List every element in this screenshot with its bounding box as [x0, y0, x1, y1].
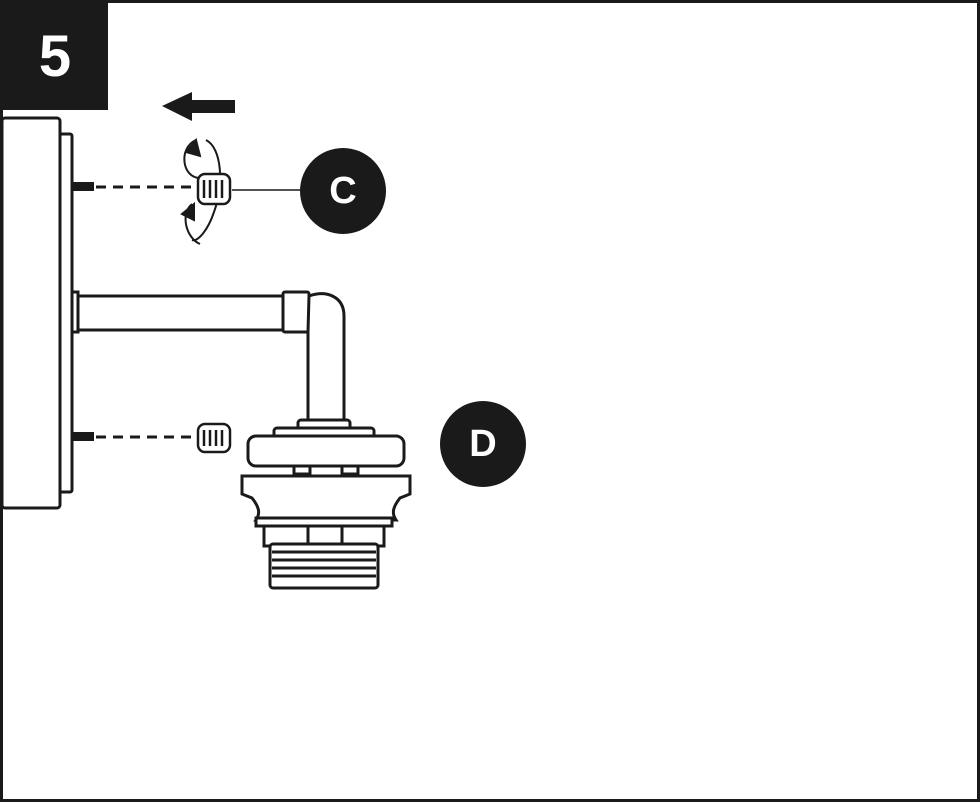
knurled-knob-upper: [196, 172, 232, 206]
callout-d-label: D: [469, 422, 497, 465]
step-number: 5: [38, 23, 72, 89]
alignment-lines: [96, 185, 198, 439]
callout-c-label: C: [329, 169, 357, 212]
knurled-knob-lower: [196, 422, 232, 454]
lamp-arm: [70, 290, 346, 426]
mounting-screw-stubs: [72, 182, 94, 441]
callout-d: D: [440, 401, 526, 487]
step-number-badge: 5: [2, 2, 108, 110]
left-arrow-icon: [162, 92, 235, 121]
wall-plate: [0, 116, 74, 510]
lamp-socket: [240, 418, 412, 590]
rotate-counterclockwise-icon: [180, 137, 222, 245]
callout-c: C: [300, 148, 386, 234]
